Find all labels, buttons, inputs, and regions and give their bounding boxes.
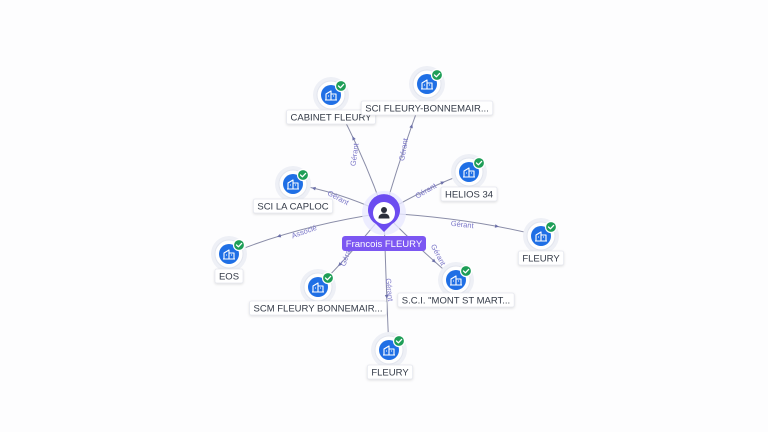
edge-label: Gérant: [384, 278, 395, 303]
edge-label: Gérant: [429, 243, 448, 268]
node-label-box: [517, 250, 565, 266]
edge-arrow: [352, 136, 356, 141]
node-label-sci-la-caploc: SCI LA CAPLOC: [252, 198, 334, 214]
node-label: SCI LA CAPLOC: [257, 202, 328, 213]
node-label-box: [397, 292, 515, 308]
check-badge-icon: [472, 156, 486, 170]
center-label-box: [342, 236, 426, 251]
node-label-fleury-right: FLEURY: [517, 250, 565, 266]
node-label-box: [366, 364, 414, 380]
node-label-sci-fleury-bonnemair: SCI FLEURY-BONNEMAIR...: [360, 100, 494, 116]
person-icon: [378, 207, 390, 219]
edge-arrow: [311, 186, 316, 191]
edge-arrow: [338, 262, 343, 267]
node-label-scm-fleury-bonnemair: SCM FLEURY BONNEMAIR...: [249, 300, 387, 316]
check-badge-icon: [334, 79, 348, 93]
building-icon: [450, 275, 462, 286]
node-label: HELIOS 34: [445, 190, 493, 201]
building-icon: [463, 167, 475, 178]
node-label-box: [249, 300, 387, 316]
node-label: EOS: [219, 272, 239, 283]
entity-node-sci-mont-st-mart[interactable]: S.C.I. "MONT ST MART...: [397, 262, 515, 308]
check-badge-icon: [430, 68, 444, 82]
edge-arrow: [440, 181, 445, 185]
check-badge-icon: [544, 220, 558, 234]
center-person-node[interactable]: Francois FLEURY: [342, 191, 426, 251]
edge-label: Gérant: [348, 142, 360, 167]
building-icon: [312, 282, 324, 293]
building-icon: [383, 345, 395, 356]
edge-arrow: [409, 124, 413, 129]
node-label: CABINET FLEURY: [291, 113, 373, 124]
building-icon: [421, 79, 433, 90]
node-label-cabinet-fleury: CABINET FLEURY: [286, 109, 376, 125]
edge-label: Associé: [290, 223, 318, 240]
node-label-sci-mont-st-mart: S.C.I. "MONT ST MART...: [397, 292, 515, 308]
entity-node-cabinet-fleury[interactable]: CABINET FLEURY: [286, 77, 376, 125]
check-badge-icon: [232, 238, 246, 252]
entity-node-helios-34[interactable]: HELIOS 34: [440, 154, 498, 202]
edge-arrow: [494, 224, 500, 228]
node-label-box: [214, 268, 244, 284]
edge-fleury-right: Gérant: [383, 212, 542, 237]
entity-node-sci-la-caploc[interactable]: SCI LA CAPLOC: [252, 166, 334, 214]
node-label: SCI FLEURY-BONNEMAIR...: [365, 104, 489, 115]
node-label-box: [360, 100, 494, 116]
edge-arrow: [276, 233, 282, 238]
building-icon: [223, 249, 235, 260]
node-label-eos: EOS: [214, 268, 244, 284]
node-label-fleury-bottom: FLEURY: [366, 364, 414, 380]
node-label-box: [286, 109, 376, 125]
center-label: Francois FLEURY: [346, 239, 423, 250]
edge-label: Gérant: [397, 137, 410, 162]
entity-node-fleury-bottom[interactable]: FLEURY: [366, 332, 414, 380]
edge-label: Gérant: [450, 219, 475, 230]
check-badge-icon: [459, 264, 473, 278]
node-label-helios-34: HELIOS 34: [440, 186, 498, 202]
entity-node-scm-fleury-bonnemair[interactable]: SCM FLEURY BONNEMAIR...: [249, 269, 387, 316]
entity-node-eos[interactable]: EOS: [211, 236, 247, 284]
edge-arrow: [384, 294, 389, 299]
node-label: FLEURY: [371, 368, 409, 379]
check-badge-icon: [392, 334, 406, 348]
building-icon: [325, 90, 337, 101]
entity-node-fleury-right[interactable]: FLEURY: [517, 218, 565, 266]
node-label-box: [252, 198, 334, 214]
check-badge-icon: [321, 271, 335, 285]
node-label: S.C.I. "MONT ST MART...: [402, 296, 510, 307]
building-icon: [535, 231, 547, 242]
edge-label: Gérant: [414, 181, 439, 201]
edge-arrow: [431, 258, 436, 263]
node-label: SCM FLEURY BONNEMAIR...: [254, 304, 383, 315]
node-label-box: [440, 186, 498, 202]
entity-node-sci-fleury-bonnemair[interactable]: SCI FLEURY-BONNEMAIR...: [360, 66, 494, 116]
building-icon: [287, 179, 299, 190]
check-badge-icon: [296, 168, 310, 182]
node-label: FLEURY: [522, 254, 560, 265]
